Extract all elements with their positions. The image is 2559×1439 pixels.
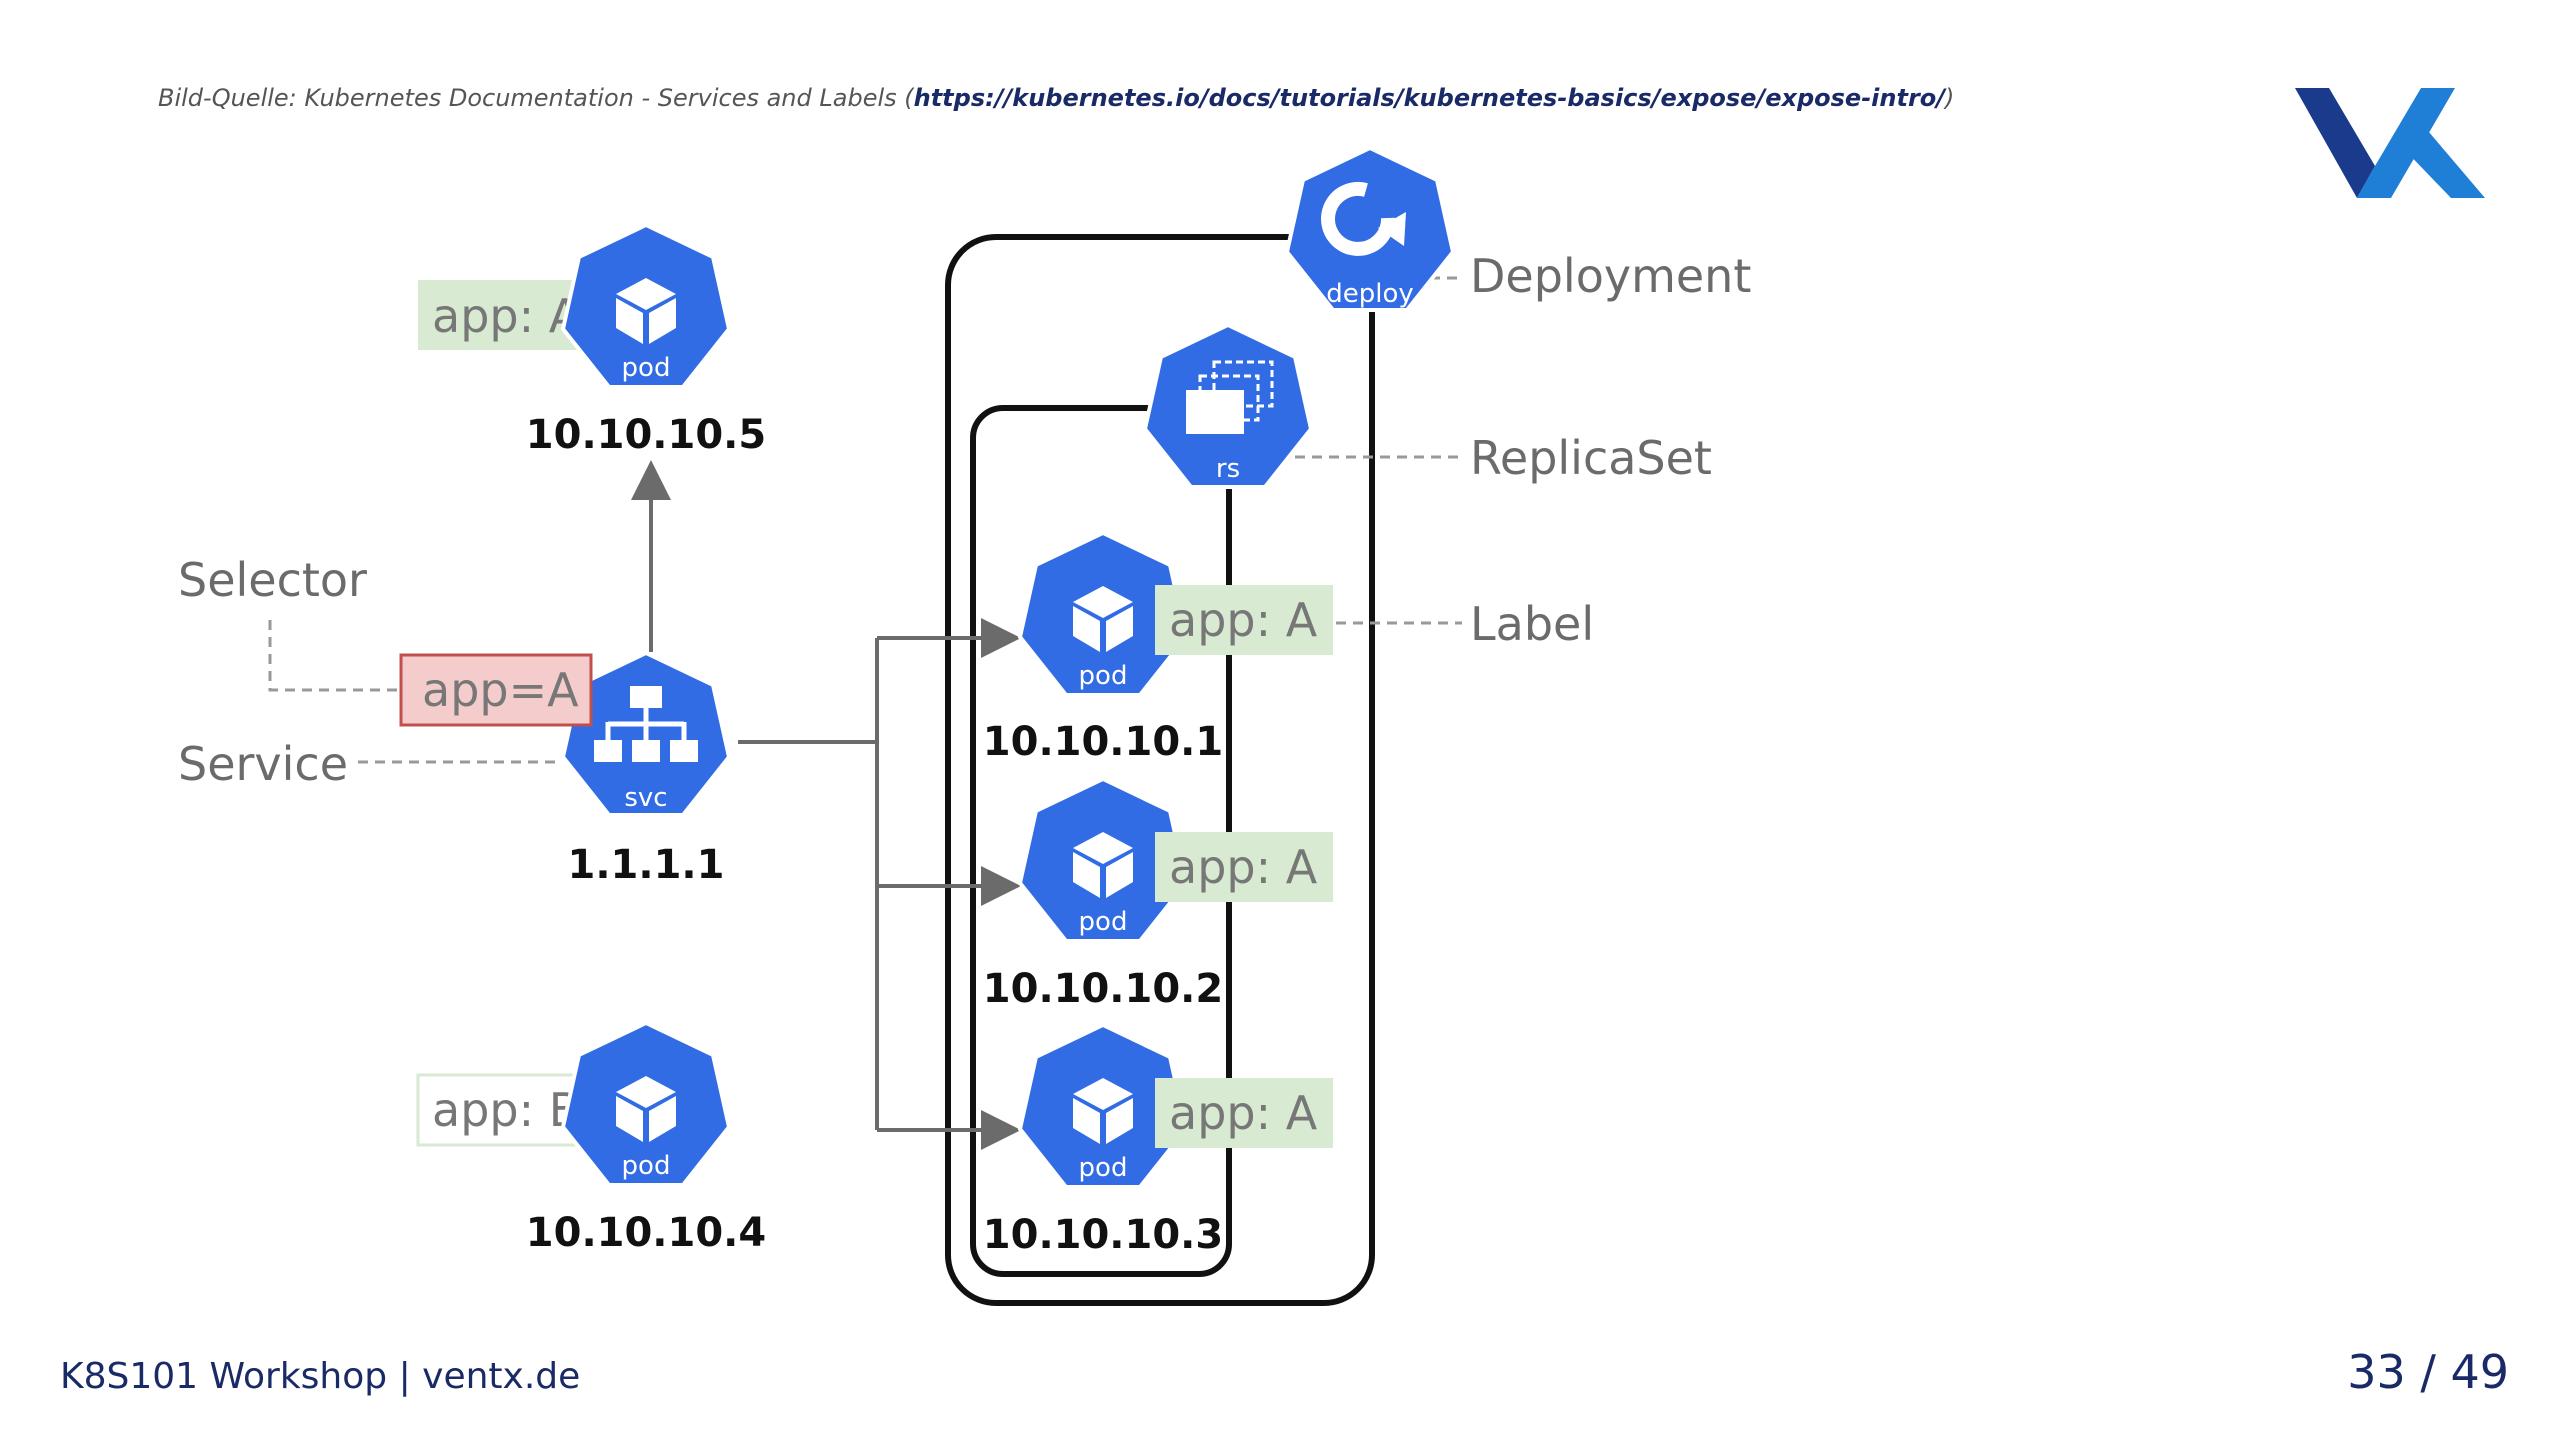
- pod-label-text: app: A: [1169, 840, 1318, 894]
- deployment: deploy: [1284, 145, 1456, 312]
- outside-pod-a: app: A pod 10.10.10.5: [418, 222, 766, 458]
- legend-selector: Selector: [178, 553, 367, 607]
- page-number: 33 / 49: [2347, 1345, 2509, 1399]
- service: svc 1.1.1.1 app=A: [399, 650, 732, 888]
- deployment-boundary: [945, 234, 1375, 1306]
- outside-pod-b: app: B pod 10.10.10.4: [416, 1020, 766, 1256]
- svc-icon-label: svc: [624, 783, 667, 813]
- selector-text: app=A: [422, 663, 579, 717]
- rs-icon-label: rs: [1216, 454, 1240, 484]
- network-tree-icon: [594, 686, 698, 762]
- pod-label-text: app: A: [432, 289, 581, 343]
- footer-workshop-title: K8S101 Workshop | ventx.de: [60, 1356, 581, 1397]
- legend-service: Service: [178, 737, 348, 791]
- pod-icon-label: pod: [622, 353, 671, 383]
- pod-label-badge: [1155, 585, 1333, 655]
- pod-icon-label: pod: [1079, 1153, 1128, 1183]
- stacked-pages-icon: [1186, 360, 1274, 434]
- pod-ip: 10.10.10.4: [526, 1210, 766, 1256]
- service-ip: 1.1.1.1: [568, 842, 725, 888]
- deploy-icon: [1284, 145, 1456, 312]
- source-label: Bild-Quelle: Kubernetes Documentation - …: [158, 84, 914, 112]
- pod-icon-label: pod: [622, 1151, 671, 1181]
- pod-label-badge: [1155, 832, 1333, 902]
- pod-ip: 10.10.10.5: [526, 412, 766, 458]
- legend-replicaset: ReplicaSet: [1470, 431, 1712, 485]
- selector-badge: [399, 653, 593, 727]
- managed-pod-1: pod app: A 10.10.10.1: [983, 530, 1333, 765]
- legend-deployment: Deployment: [1470, 249, 1751, 303]
- managed-pod-3: pod app: A 10.10.10.3: [983, 1022, 1333, 1258]
- legend-leaders: [268, 276, 1462, 764]
- replicaset: rs: [1142, 322, 1314, 489]
- managed-pod-2: pod app: A 10.10.10.2: [983, 776, 1333, 1012]
- pod-icon-label: pod: [1079, 907, 1128, 937]
- legend-label: Label: [1470, 597, 1594, 651]
- pod-icon-label: pod: [1079, 661, 1128, 691]
- image-source-line: Bild-Quelle: Kubernetes Documentation - …: [158, 84, 1954, 112]
- source-closing: ): [1945, 84, 1955, 112]
- ventx-logo: [2295, 88, 2485, 198]
- rotate-icon: [1321, 181, 1406, 256]
- pod-label-text: app: A: [1169, 593, 1318, 647]
- pod-ip: 10.10.10.3: [983, 1212, 1223, 1258]
- pod-ip: 10.10.10.1: [983, 719, 1223, 765]
- pod-label-text: app: B: [432, 1083, 580, 1137]
- service-routing-arrows: [738, 618, 1021, 1150]
- source-link[interactable]: https://kubernetes.io/docs/tutorials/kub…: [913, 84, 1946, 112]
- pod-label-badge: [1155, 1078, 1333, 1148]
- deploy-icon-label: deploy: [1326, 279, 1414, 309]
- pod-ip: 10.10.10.2: [983, 966, 1223, 1012]
- pod-label-text: app: A: [1169, 1086, 1318, 1140]
